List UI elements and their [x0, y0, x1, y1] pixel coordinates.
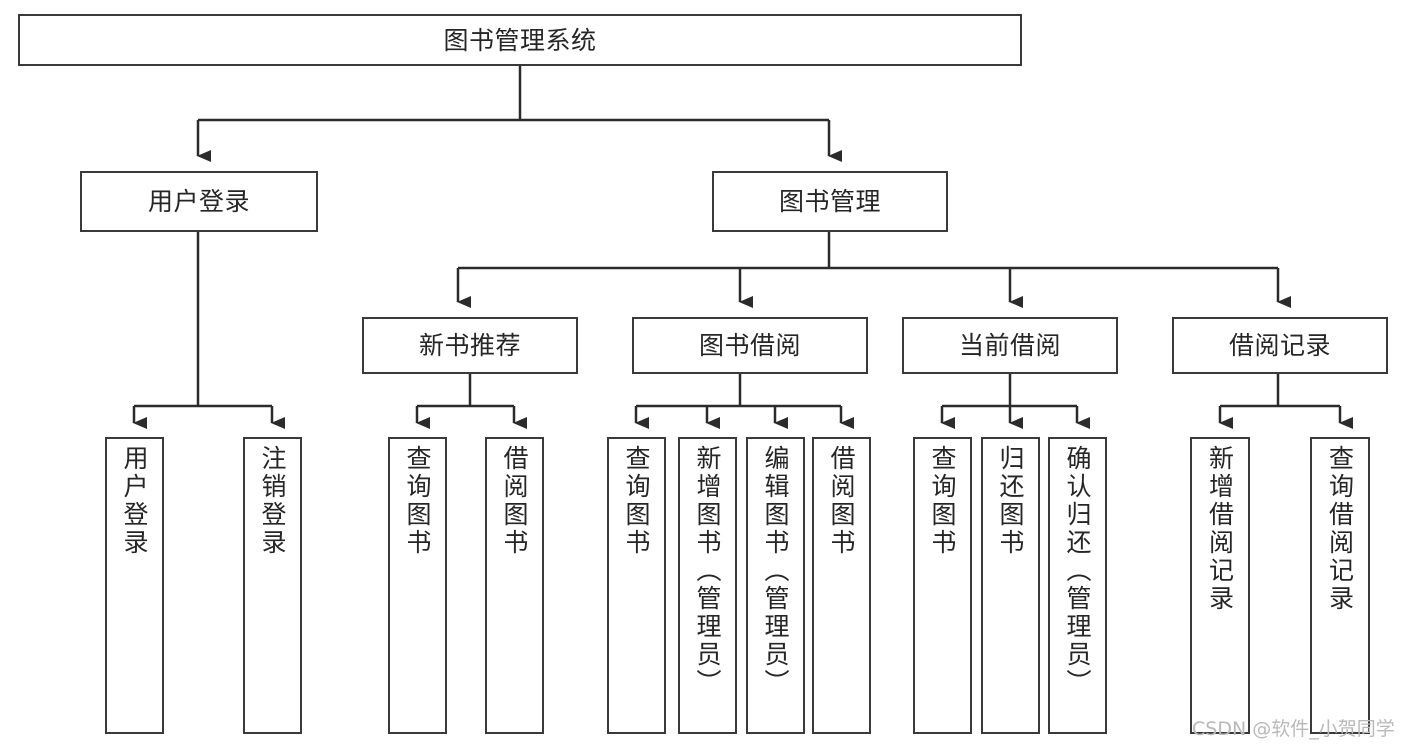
node-label: 图书管理系统: [443, 25, 597, 55]
csdn-watermark: CSDN @软件_小贺同学: [1192, 718, 1395, 740]
leaf-current-borrow-return-book[interactable]: 归还图书: [981, 437, 1040, 734]
node-label: 查询图书: [622, 445, 651, 557]
node-label: 新增借阅记录: [1205, 445, 1235, 613]
node-root-book-management-system[interactable]: 图书管理系统: [18, 14, 1022, 66]
leaf-book-borrow-borrow-book[interactable]: 借阅图书: [812, 437, 871, 734]
node-label: 新书推荐: [418, 331, 521, 360]
node-user-login[interactable]: 用户登录: [80, 171, 318, 232]
node-current-borrow[interactable]: 当前借阅: [902, 317, 1118, 374]
leaf-borrow-record-add-record[interactable]: 新增借阅记录: [1190, 437, 1250, 734]
node-label: 用户登录: [120, 445, 149, 557]
node-book-management[interactable]: 图书管理: [712, 171, 948, 232]
node-label: 新增图书（管理员）: [693, 445, 722, 697]
leaf-current-borrow-confirm-return-admin[interactable]: 确认归还（管理员）: [1048, 437, 1107, 734]
node-label: 查询图书: [928, 445, 957, 557]
leaf-current-borrow-query-book[interactable]: 查询图书: [913, 437, 972, 734]
leaf-borrow-record-query-record[interactable]: 查询借阅记录: [1310, 437, 1370, 734]
node-label: 用户登录: [147, 187, 250, 216]
leaf-user-login-login[interactable]: 用户登录: [105, 437, 164, 734]
leaf-book-borrow-edit-book-admin[interactable]: 编辑图书（管理员）: [746, 437, 805, 734]
node-new-book-recommend[interactable]: 新书推荐: [362, 317, 578, 374]
leaf-new-book-query-book[interactable]: 查询图书: [388, 437, 447, 734]
node-label: 确认归还（管理员）: [1063, 445, 1092, 697]
node-label: 借阅图书: [500, 445, 529, 557]
node-label: 借阅图书: [827, 445, 856, 557]
node-label: 图书管理: [778, 187, 881, 216]
node-label: 编辑图书（管理员）: [761, 445, 790, 697]
node-label: 查询借阅记录: [1325, 445, 1355, 613]
node-label: 注销登录: [258, 445, 287, 557]
node-label: 归还图书: [996, 445, 1025, 557]
node-label: 当前借阅: [958, 331, 1061, 360]
leaf-user-login-logout[interactable]: 注销登录: [243, 437, 302, 734]
leaf-new-book-borrow-book[interactable]: 借阅图书: [485, 437, 544, 734]
leaf-book-borrow-query-book[interactable]: 查询图书: [607, 437, 666, 734]
node-book-borrow[interactable]: 图书借阅: [632, 317, 868, 374]
node-label: 查询图书: [403, 445, 432, 557]
node-label: 图书借阅: [698, 331, 801, 360]
node-borrow-record[interactable]: 借阅记录: [1172, 317, 1388, 374]
node-label: 借阅记录: [1228, 331, 1331, 360]
leaf-book-borrow-add-book-admin[interactable]: 新增图书（管理员）: [678, 437, 737, 734]
